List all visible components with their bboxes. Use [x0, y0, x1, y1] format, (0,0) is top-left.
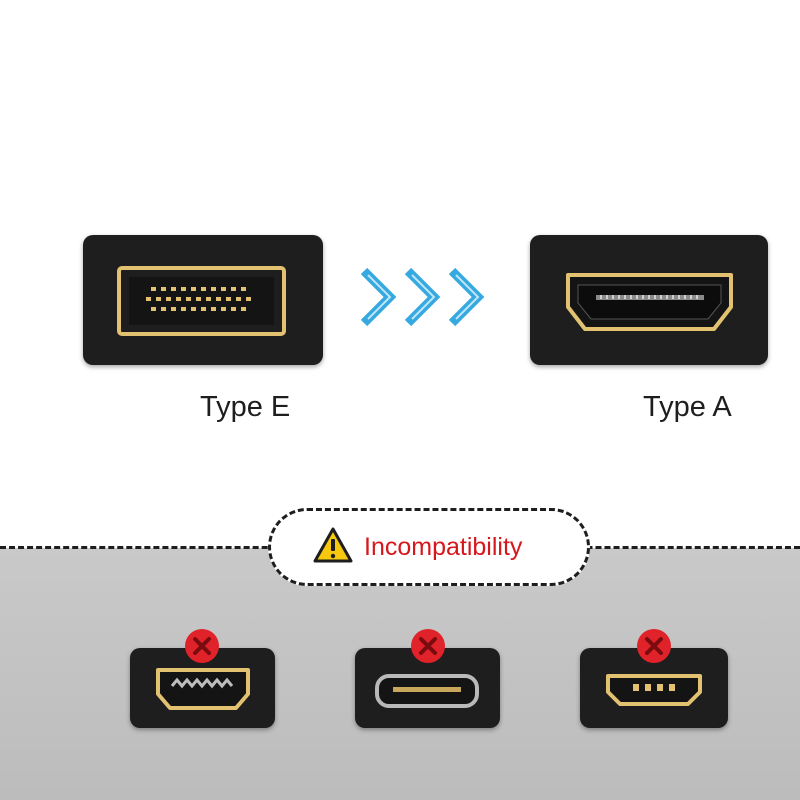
hdmi-type-a-connector-icon	[566, 273, 733, 331]
type-e-label: Type E	[200, 391, 291, 423]
red-x-icon	[637, 629, 671, 663]
micro-hdmi-icon	[606, 674, 702, 706]
triple-chevron-arrow-icon	[360, 267, 485, 327]
full-size-hdmi-icon	[156, 668, 250, 710]
red-x-icon	[185, 629, 219, 663]
type-e-port	[83, 235, 323, 365]
warning-triangle-icon	[313, 527, 353, 563]
type-a-port	[530, 235, 768, 365]
red-x-icon	[411, 629, 445, 663]
type-e-connector-icon	[117, 266, 286, 336]
mini-hdmi-icon	[375, 674, 479, 708]
incompatibility-label: Incompatibility	[364, 533, 523, 561]
type-a-label: Type A	[643, 391, 732, 423]
